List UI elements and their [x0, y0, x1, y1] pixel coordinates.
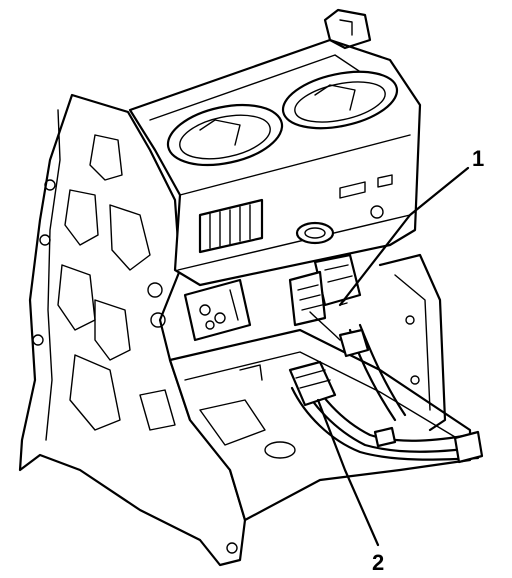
seat-back-frame: [18, 93, 247, 567]
electrical-connector-upper: [288, 253, 362, 327]
console-vent: [198, 174, 393, 254]
wiring-harness: [288, 311, 484, 464]
seat-side-rail: [378, 253, 447, 432]
cup-holder-left: [166, 103, 284, 167]
callout-1-label: 1: [472, 146, 484, 171]
switch-module: [183, 278, 252, 342]
callout-1-leader: [338, 166, 470, 307]
cup-holder-right: [281, 70, 399, 130]
leader-arrow-1: [339, 299, 348, 306]
callout-2-leader: [316, 398, 380, 547]
callout-2-label: 2: [372, 550, 384, 575]
